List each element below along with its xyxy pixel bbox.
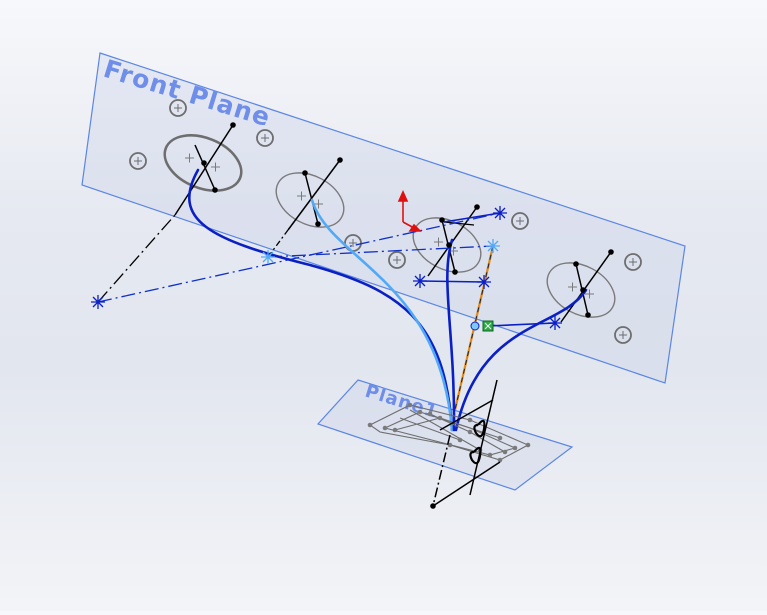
axis-line-2[interactable] [439, 399, 494, 431]
vertical-axis-line[interactable] [469, 379, 498, 496]
circle-cross-icon[interactable] [624, 253, 642, 271]
centerline-1[interactable] [97, 214, 176, 303]
endpoint-star-icon[interactable] [493, 206, 507, 220]
endpoint-star-icon[interactable] [413, 274, 427, 288]
circle-cross-icon[interactable] [511, 212, 529, 230]
circle-cross-icon[interactable] [129, 152, 147, 170]
circle-cross-icon[interactable] [256, 129, 274, 147]
endpoint-star-icon[interactable] [91, 295, 105, 309]
loop-curves[interactable] [469, 419, 486, 465]
profile-ellipse-2[interactable] [267, 159, 353, 238]
sketch-point-icon[interactable] [302, 170, 308, 176]
guide-curve-2[interactable] [310, 198, 454, 432]
endpoint-markers [91, 206, 562, 330]
guide-line-h3[interactable] [487, 322, 556, 327]
sketch-point-icon[interactable] [608, 249, 614, 255]
axis-line-3[interactable] [432, 461, 501, 507]
plane1-sketch [367, 402, 531, 463]
sketch-point-icon[interactable] [439, 217, 445, 223]
sketch-point-icon[interactable] [573, 261, 579, 267]
plane1-profile [432, 379, 501, 507]
selection-handle-icon[interactable] [470, 321, 480, 331]
sketch-point-icon[interactable] [230, 122, 236, 128]
endpoint-star-icon[interactable] [486, 239, 500, 253]
centerline-2[interactable] [97, 212, 501, 303]
sketch-point-icon[interactable] [337, 157, 343, 163]
sketch-point-icon[interactable] [585, 312, 591, 318]
circle-markers [129, 99, 642, 344]
endpoint-star-icon[interactable] [548, 316, 562, 330]
guide-curves [188, 168, 588, 432]
circle-cross-icon[interactable] [169, 99, 187, 117]
endpoint-star-icon[interactable] [261, 250, 275, 264]
guide-curve-3[interactable] [446, 238, 456, 432]
centerline-3[interactable] [267, 245, 494, 258]
selection-handles [470, 320, 494, 332]
centerline-4[interactable] [267, 229, 289, 258]
endpoint-star-icon[interactable] [477, 275, 491, 289]
sketch-point-icon[interactable] [315, 221, 321, 227]
sketch-point-icon[interactable] [474, 204, 480, 210]
handle-cross [484, 322, 492, 330]
axis-line-4[interactable] [432, 434, 451, 507]
profile-ellipse-4[interactable] [538, 251, 624, 328]
guide-curve-4[interactable] [454, 288, 588, 432]
sketch-point-icon[interactable] [446, 242, 452, 248]
circle-cross-icon[interactable] [614, 326, 632, 344]
sketch-point-icon[interactable] [580, 287, 586, 293]
profile-ellipse-1[interactable] [157, 124, 250, 216]
sketch-point-icon[interactable] [212, 187, 218, 193]
circle-cross-icon[interactable] [388, 251, 406, 269]
guide-curve-1[interactable] [188, 168, 454, 432]
guide-line-h2[interactable] [443, 212, 501, 223]
sketch-point-icon[interactable] [452, 269, 458, 275]
profile-ellipses [157, 124, 624, 328]
guide-line-h1[interactable] [419, 280, 485, 283]
origin-triad-icon[interactable] [397, 190, 422, 232]
sketch-point-icon[interactable] [201, 160, 207, 166]
